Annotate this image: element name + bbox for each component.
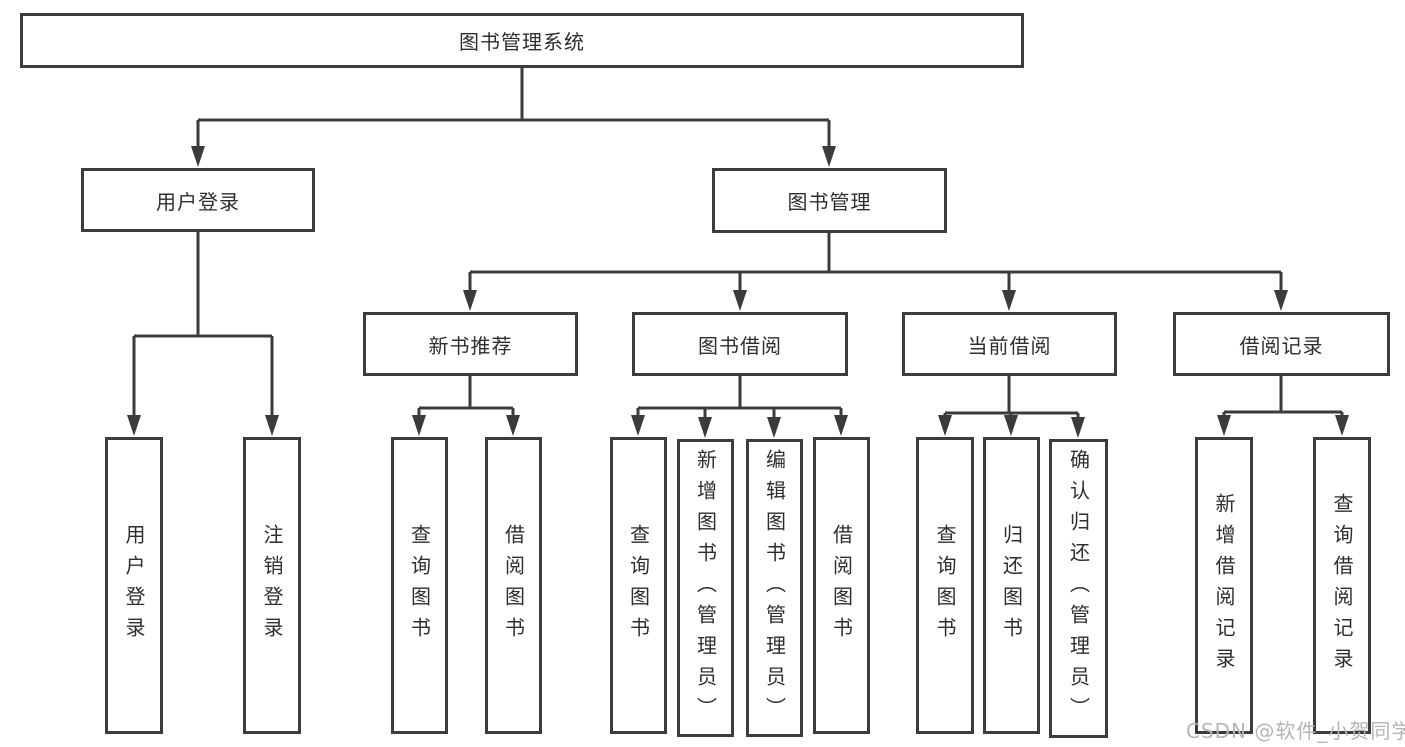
node-borrow-records: 借阅记录	[1173, 312, 1390, 376]
node-leaf-add-borrow-record: 新增借阅记录	[1195, 437, 1253, 734]
node-leaf-borrow-book-newbook: 借阅图书	[485, 437, 542, 734]
node-leaf-add-book-admin: 新增图书（管理员）	[677, 439, 734, 737]
connector-new-book-children	[412, 376, 520, 436]
node-leaf-query-borrow-record: 查询借阅记录	[1313, 437, 1371, 734]
node-leaf-query-book-newbook: 查询图书	[391, 437, 448, 734]
node-leaf-logout: 注销登录	[243, 437, 301, 734]
node-leaf-user-login: 用户登录	[105, 437, 163, 734]
connector-borrow-records-children	[1217, 376, 1349, 436]
node-book-management: 图书管理	[712, 168, 947, 233]
connector-book-borrow-children	[631, 376, 848, 438]
connector-current-borrow-children	[938, 376, 1085, 438]
node-leaf-query-book-borrow: 查询图书	[610, 437, 667, 734]
node-leaf-return-book: 归还图书	[983, 437, 1040, 734]
node-current-borrow: 当前借阅	[902, 312, 1117, 376]
connector-book-management-children	[463, 233, 1288, 311]
node-new-book-recommend: 新书推荐	[363, 312, 578, 376]
node-leaf-confirm-return-admin: 确认归还（管理员）	[1049, 439, 1108, 738]
connector-root-to-level1	[191, 68, 836, 167]
csdn-watermark: CSDN @软件_小贺同学	[1186, 719, 1405, 743]
node-book-borrow: 图书借阅	[632, 312, 848, 376]
node-user-login: 用户登录	[81, 168, 315, 232]
node-leaf-edit-book-admin: 编辑图书（管理员）	[746, 439, 803, 737]
node-leaf-borrow-book: 借阅图书	[813, 437, 870, 734]
node-library-management-system: 图书管理系统	[20, 13, 1024, 68]
node-leaf-query-book-current: 查询图书	[916, 437, 974, 734]
connector-user-login-children	[127, 232, 279, 436]
